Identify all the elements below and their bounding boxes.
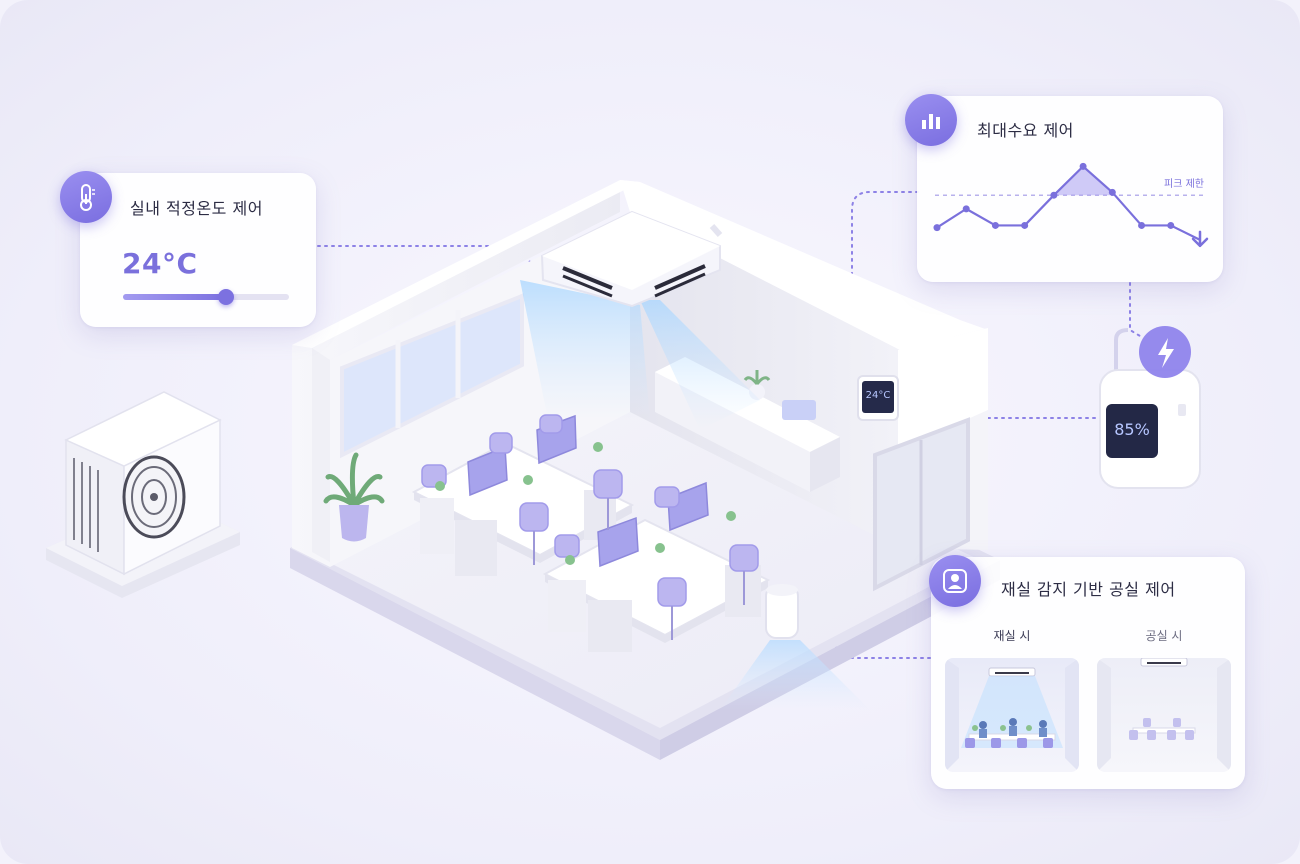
down-arrow-icon — [1191, 230, 1209, 248]
peak-demand-chart: 피크 제한 — [933, 162, 1209, 248]
demand-point — [1108, 188, 1116, 196]
demand-line — [936, 165, 1201, 241]
floor-plant — [323, 452, 385, 542]
thermostat-display: 24°C — [865, 390, 891, 401]
demand-point — [1021, 221, 1029, 229]
card-title: 실내 적정온도 제어 — [130, 199, 263, 218]
demand-point — [1079, 162, 1087, 170]
peak-exceed-area — [1053, 166, 1115, 196]
peak-demand-card: 최대수요 제어 피크 제한 — [905, 94, 1223, 282]
person-icon — [929, 555, 981, 607]
lightning-icon — [1158, 338, 1174, 368]
outdoor-ac-unit — [46, 391, 240, 598]
occupied-room-illustration — [945, 658, 1079, 772]
demand-point — [962, 205, 970, 213]
window — [340, 293, 524, 459]
wall-thermostat — [857, 375, 899, 421]
power-meter — [1099, 326, 1201, 489]
peak-limit-label: 피크 제한 — [1164, 178, 1204, 190]
temperature-slider[interactable] — [123, 289, 289, 305]
card-title: 재실 감지 기반 공실 제어 — [1001, 580, 1176, 599]
slider-fill — [123, 294, 226, 300]
thermometer-icon — [60, 171, 112, 223]
card-title: 최대수요 제어 — [977, 121, 1074, 140]
demand-point — [1167, 221, 1175, 229]
bar-chart-icon — [905, 94, 957, 146]
temperature-value: 24°C — [122, 247, 198, 280]
ceiling-ac-unit — [520, 210, 760, 430]
demand-point — [991, 221, 999, 229]
demand-point — [933, 224, 941, 232]
meter-display: 85% — [1114, 420, 1150, 439]
demand-point — [1138, 221, 1146, 229]
demand-point — [1050, 191, 1058, 199]
office-desks — [411, 414, 771, 652]
occupied-label: 재실 시 — [993, 629, 1031, 643]
temperature-control-card: 실내 적정온도 제어 24°C — [60, 171, 316, 327]
vacant-room-illustration — [1097, 658, 1231, 772]
slider-knob[interactable] — [217, 289, 234, 305]
vacant-label: 공실 시 — [1145, 629, 1183, 643]
occupancy-control-card: 재실 감지 기반 공실 제어 재실 시 공실 시 — [929, 555, 1245, 789]
occupancy-sensor — [720, 584, 870, 710]
